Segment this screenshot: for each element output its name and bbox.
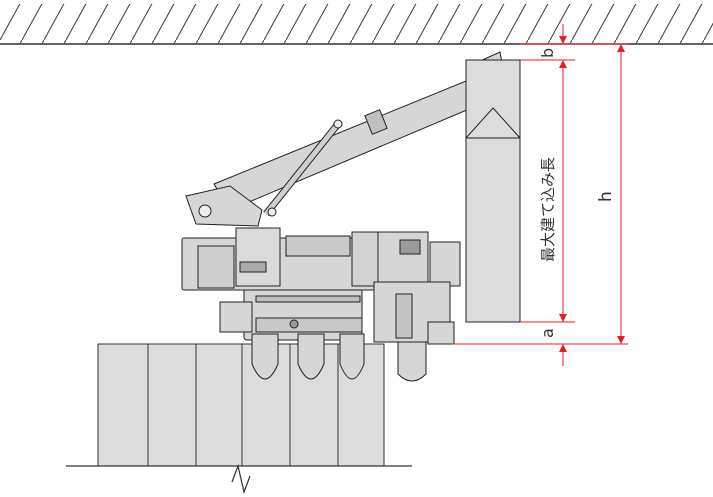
ceiling xyxy=(0,4,713,45)
dimension-arrows xyxy=(559,36,625,352)
new-panel xyxy=(465,59,521,323)
machine-base xyxy=(219,287,365,380)
machine-body xyxy=(181,227,461,382)
label-b: b xyxy=(538,48,557,58)
label-h: h xyxy=(596,191,616,202)
label-max-length: 最大建て込み長 xyxy=(539,157,557,262)
label-a: a xyxy=(538,328,557,338)
boom-arm xyxy=(185,51,509,227)
dimension-lines xyxy=(452,24,628,366)
